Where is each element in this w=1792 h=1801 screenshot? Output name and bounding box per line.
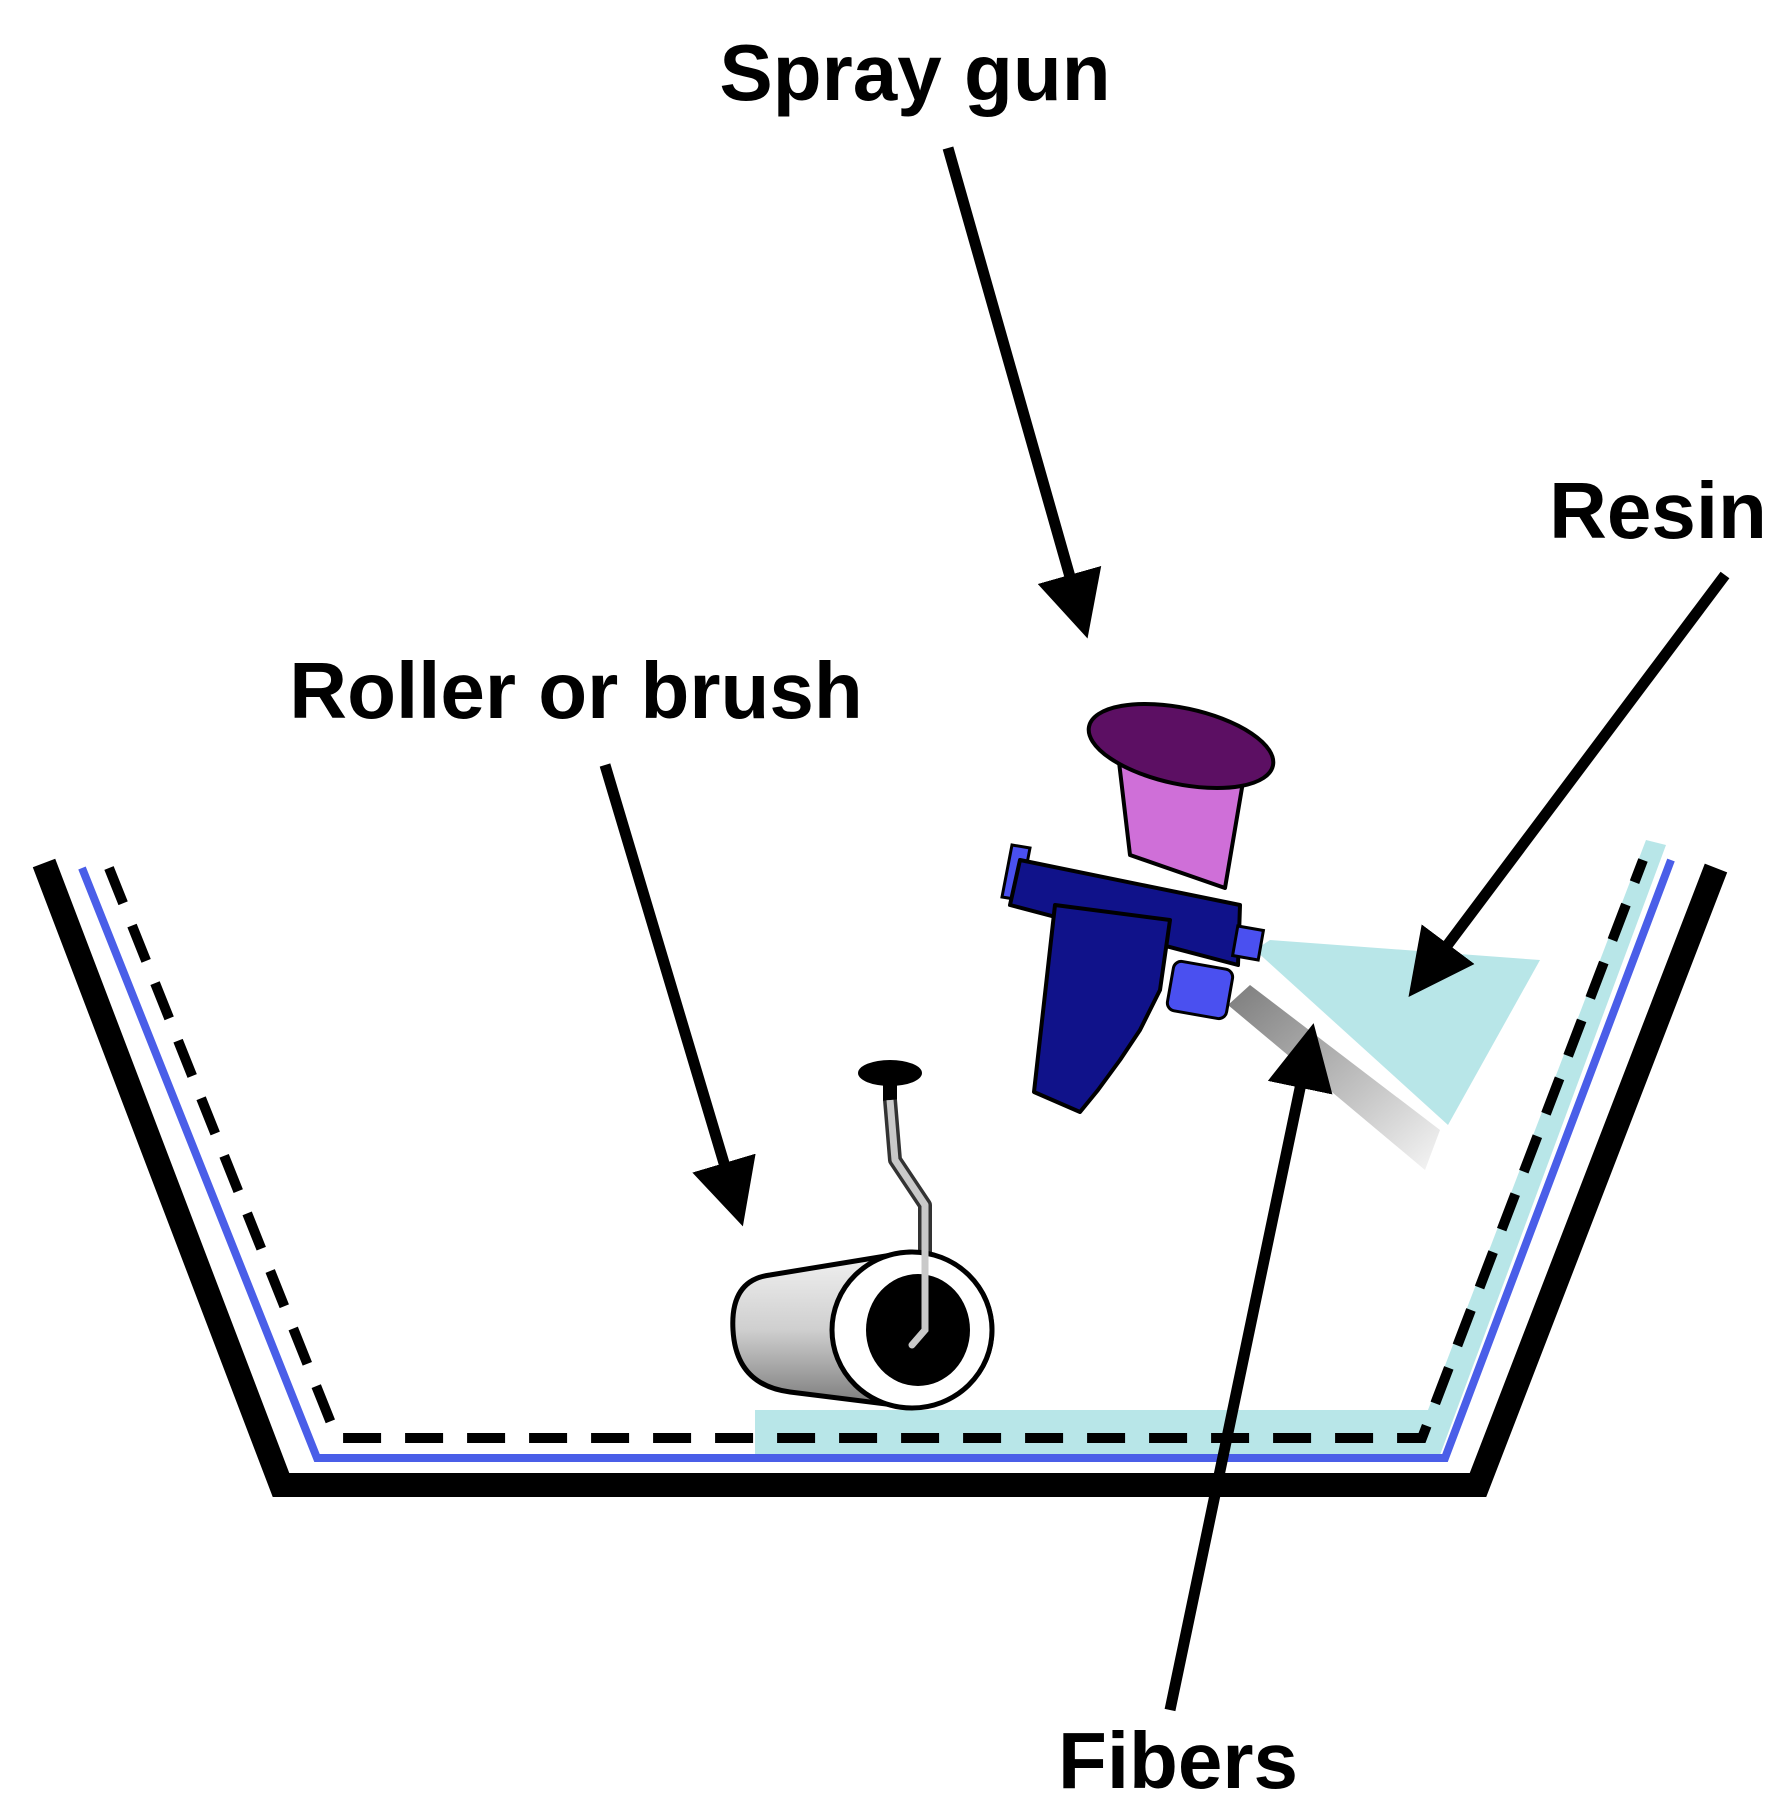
label-resin: Resin xyxy=(1549,466,1767,555)
mold-release-layer xyxy=(78,858,1675,1462)
mold xyxy=(32,840,1728,1497)
spray-gun-icon xyxy=(1000,702,1276,1114)
arrow-fibers xyxy=(1164,1023,1333,1712)
mold-wall xyxy=(32,858,1728,1497)
label-fibers: Fibers xyxy=(1058,1716,1298,1801)
arrow-spray-gun xyxy=(942,146,1102,639)
arrow-roller xyxy=(599,763,756,1227)
gel-coat-layer xyxy=(104,858,1648,1443)
arrow-resin xyxy=(1408,571,1730,997)
label-spray-gun: Spray gun xyxy=(719,28,1110,117)
roller-icon xyxy=(730,1060,995,1411)
label-roller: Roller or brush xyxy=(289,646,862,735)
